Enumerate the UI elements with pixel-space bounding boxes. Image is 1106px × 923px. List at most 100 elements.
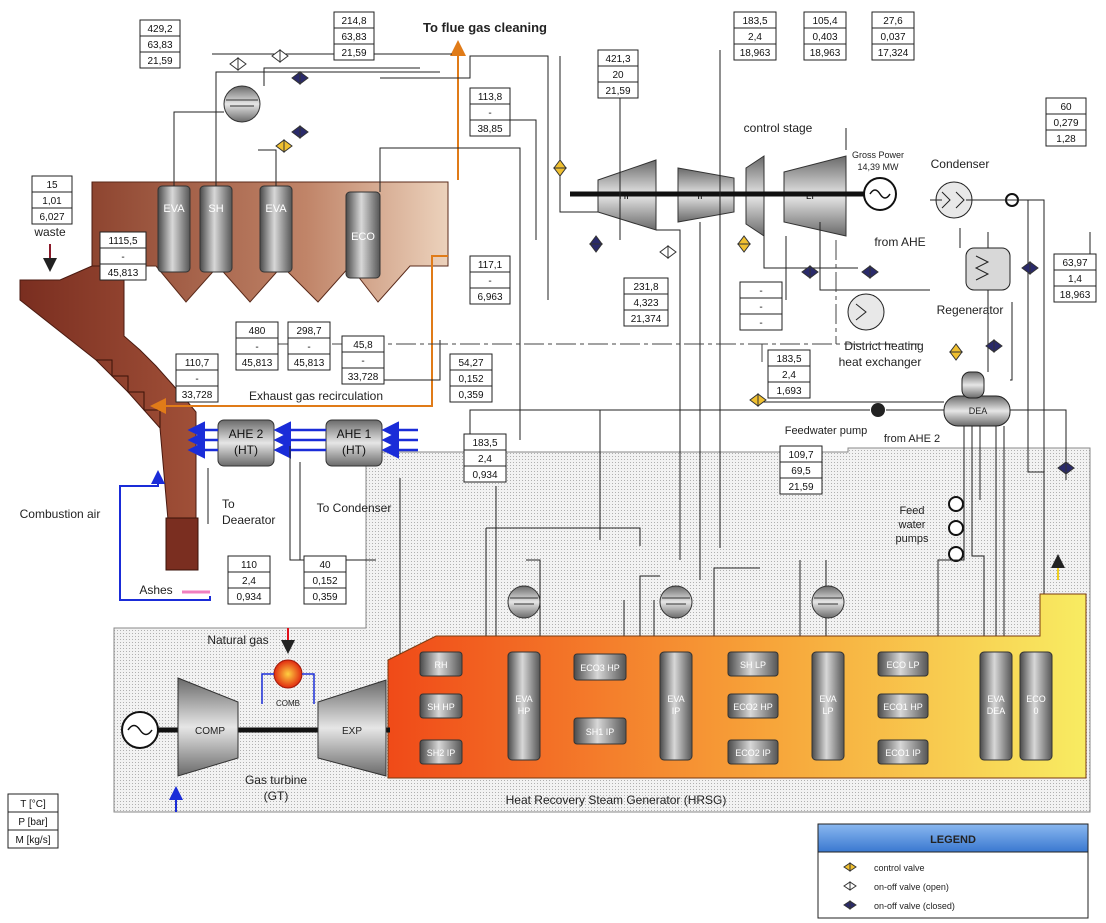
- unit-pressure: P [bar]: [18, 817, 47, 828]
- svg-text:45,8: 45,8: [353, 340, 373, 351]
- legend-title: LEGEND: [930, 834, 976, 846]
- regenerator-label: Regenerator: [937, 303, 1004, 317]
- svg-text:21,374: 21,374: [631, 314, 662, 325]
- gt-comb-label: COMB: [276, 699, 300, 708]
- district-heating-label-2: heat exchanger: [839, 355, 922, 369]
- svg-text:421,3: 421,3: [605, 54, 630, 65]
- feedwater-pump-label: Feedwater pump: [785, 425, 868, 437]
- svg-text:2,4: 2,4: [242, 576, 256, 587]
- state-box: 421,32021,59: [598, 50, 638, 98]
- dea-label: DEA: [969, 406, 988, 416]
- svg-text:-: -: [361, 356, 364, 367]
- state-box: 113,8 - 38,85: [470, 88, 510, 136]
- feed-pumps-label-2: water: [898, 519, 926, 531]
- svg-text:-: -: [121, 252, 124, 263]
- svg-text:-: -: [307, 342, 310, 353]
- to-deaerator-label-2: Deaerator: [222, 513, 275, 527]
- condenser-label: Condenser: [931, 157, 990, 171]
- svg-text:-: -: [255, 342, 258, 353]
- deaerator: DEA: [944, 372, 1010, 426]
- svg-text:110: 110: [241, 560, 257, 571]
- boiler-eva-1-label: EVA: [163, 203, 185, 215]
- ashes-label: Ashes: [139, 583, 172, 597]
- svg-text:214,8: 214,8: [341, 16, 366, 27]
- hrsg-eva-lp-label-b: LP: [822, 706, 833, 716]
- state-box: 117,1-6,963: [470, 256, 510, 304]
- hrsg-eco2-ip-label: ECO2 IP: [735, 748, 771, 758]
- hrsg-eco-0-label-b: 0: [1033, 706, 1038, 716]
- svg-text:4,323: 4,323: [633, 298, 658, 309]
- svg-text:1,4: 1,4: [1068, 274, 1082, 285]
- gt-combustor: [274, 660, 302, 688]
- svg-text:480: 480: [249, 326, 266, 337]
- svg-text:0,279: 0,279: [1053, 118, 1078, 129]
- svg-text:18,963: 18,963: [810, 48, 841, 59]
- svg-text:-: -: [488, 108, 491, 119]
- natural-gas-label: Natural gas: [207, 633, 268, 647]
- boiler-eva-2: [260, 186, 292, 272]
- svg-text:0,359: 0,359: [458, 390, 483, 401]
- state-box: 183,52,40,934: [464, 434, 506, 482]
- to-deaerator-label-1: To: [222, 497, 235, 511]
- state-box: 183,52,41,693: [768, 350, 810, 398]
- svg-text:0,037: 0,037: [880, 32, 905, 43]
- svg-text:38,85: 38,85: [477, 124, 502, 135]
- svg-text:109,7: 109,7: [788, 450, 813, 461]
- hrsg-eco1-hp-label: ECO1 HP: [883, 702, 923, 712]
- svg-text:54,27: 54,27: [458, 358, 483, 369]
- hrsg-eco3-hp-label: ECO3 HP: [580, 663, 620, 673]
- svg-text:6,963: 6,963: [477, 292, 502, 303]
- svg-text:1,01: 1,01: [42, 196, 62, 207]
- hrsg-label: Heat Recovery Steam Generator (HRSG): [506, 793, 727, 807]
- svg-text:1115,5: 1115,5: [108, 236, 138, 247]
- svg-text:298,7: 298,7: [296, 326, 321, 337]
- gt-exp-label: EXP: [342, 726, 362, 737]
- boiler-eva-1: [158, 186, 190, 272]
- waste-label: waste: [33, 225, 66, 239]
- units-key: T [°C] P [bar] M [kg/s]: [8, 794, 58, 848]
- exhaust-recirc-label: Exhaust gas recirculation: [249, 389, 383, 403]
- hrsg-eco2-hp-label: ECO2 HP: [733, 702, 773, 712]
- hrsg-rh-label: RH: [435, 660, 448, 670]
- hrsg-eco-lp-label: ECO LP: [886, 660, 919, 670]
- boiler-sh-label: SH: [208, 203, 223, 215]
- svg-text:21,59: 21,59: [341, 48, 366, 59]
- ahe-1-label-b: (HT): [342, 443, 366, 457]
- flue-gas-title: To flue gas cleaning: [423, 20, 547, 35]
- unit-temperature: T [°C]: [20, 799, 46, 810]
- svg-text:1,28: 1,28: [1056, 134, 1076, 145]
- legend-closed-valve: on-off valve (closed): [874, 901, 955, 911]
- state-box: 105,4 0,403 18,963: [804, 12, 846, 60]
- state-box: 109,769,521,59: [780, 446, 822, 494]
- svg-text:-: -: [759, 286, 762, 297]
- legend: LEGEND control valve on-off valve (open)…: [818, 824, 1088, 918]
- hrsg-eva-hp-label-b: HP: [518, 706, 531, 716]
- state-box: 214,863,8321,59: [334, 12, 374, 60]
- svg-text:-: -: [759, 318, 762, 329]
- state-box: 480-45,813: [236, 322, 278, 370]
- combustion-air-label: Combustion air: [20, 507, 101, 521]
- boiler-eva-2-label: EVA: [265, 203, 287, 215]
- svg-text:113,8: 113,8: [478, 92, 503, 103]
- svg-text:183,5: 183,5: [742, 16, 767, 27]
- hrsg-eva-lp-label-a: EVA: [819, 694, 836, 704]
- svg-text:0,403: 0,403: [812, 32, 837, 43]
- ahe-2-label-b: (HT): [234, 443, 258, 457]
- ahe-1-label-a: AHE 1: [337, 427, 372, 441]
- svg-text:21,59: 21,59: [605, 86, 630, 97]
- state-box: 45,8-33,728: [342, 336, 384, 384]
- from-ahe-label: from AHE: [874, 235, 925, 249]
- hrsg-eva-dea-label-b: DEA: [987, 706, 1006, 716]
- svg-text:-: -: [488, 276, 491, 287]
- gross-power-label-2: 14,39 MW: [857, 162, 899, 172]
- svg-text:183,5: 183,5: [776, 354, 801, 365]
- feed-pumps-label-1: Feed: [899, 505, 924, 517]
- svg-text:2,4: 2,4: [782, 370, 796, 381]
- svg-text:105,4: 105,4: [812, 16, 837, 27]
- svg-text:21,59: 21,59: [788, 482, 813, 493]
- state-box: 429,263,8321,59: [140, 20, 180, 68]
- svg-text:110,7: 110,7: [185, 358, 210, 369]
- feed-pumps-label-3: pumps: [895, 533, 929, 545]
- ahe-units: AHE 2 (HT) AHE 1 (HT): [218, 420, 382, 466]
- svg-text:231,8: 231,8: [633, 282, 658, 293]
